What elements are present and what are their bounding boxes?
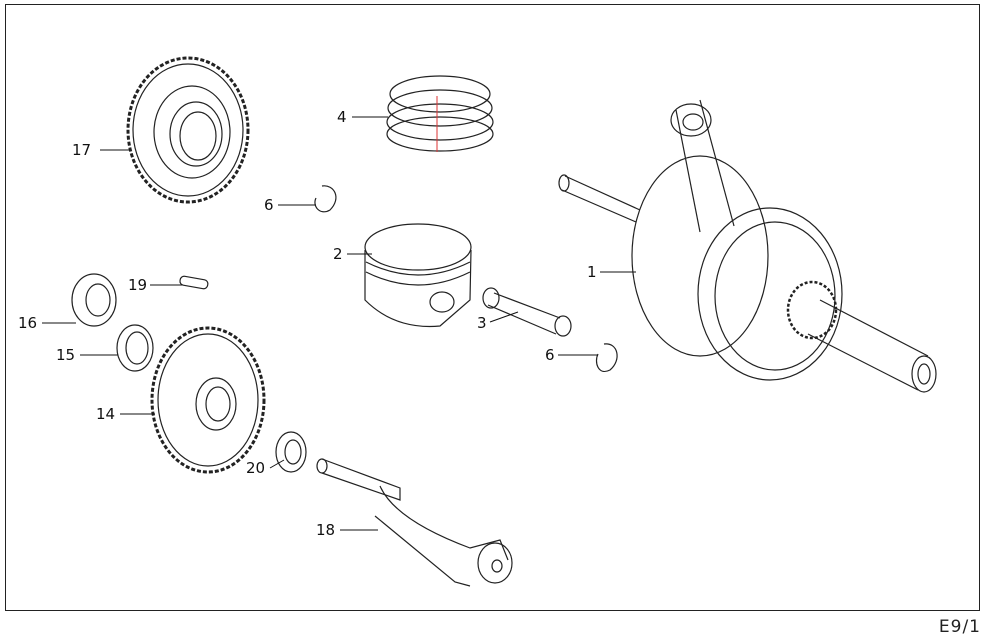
circlip-6b [595,343,618,372]
piston-rings-4 [386,75,494,152]
callout-16: 16 [18,314,38,332]
callout-20: 20 [246,459,266,477]
balancer-shaft-18 [316,458,513,587]
crankshaft-1 [558,99,937,393]
callout-19: 19 [128,276,148,294]
piston-pin-3 [482,287,572,337]
callout-1: 1 [587,263,597,281]
nut-16 [71,273,117,327]
callout-4: 4 [337,108,347,126]
callout-2: 2 [333,245,343,263]
callout-14: 14 [96,405,116,423]
callout-18: 18 [316,521,336,539]
page-reference: E9/1 [938,617,981,637]
gear-14 [150,326,266,474]
circlip-6a [314,185,337,213]
callout-15: 15 [56,346,76,364]
gear-17 [126,56,250,204]
piston-2 [364,223,472,328]
diagram-frame [5,4,980,611]
callout-6-top: 6 [264,196,274,214]
callout-6-right: 6 [545,346,555,364]
washer-15 [116,324,154,372]
callout-17: 17 [72,141,92,159]
washer-20 [275,431,307,473]
callout-3: 3 [477,314,487,332]
key-19 [179,275,209,290]
